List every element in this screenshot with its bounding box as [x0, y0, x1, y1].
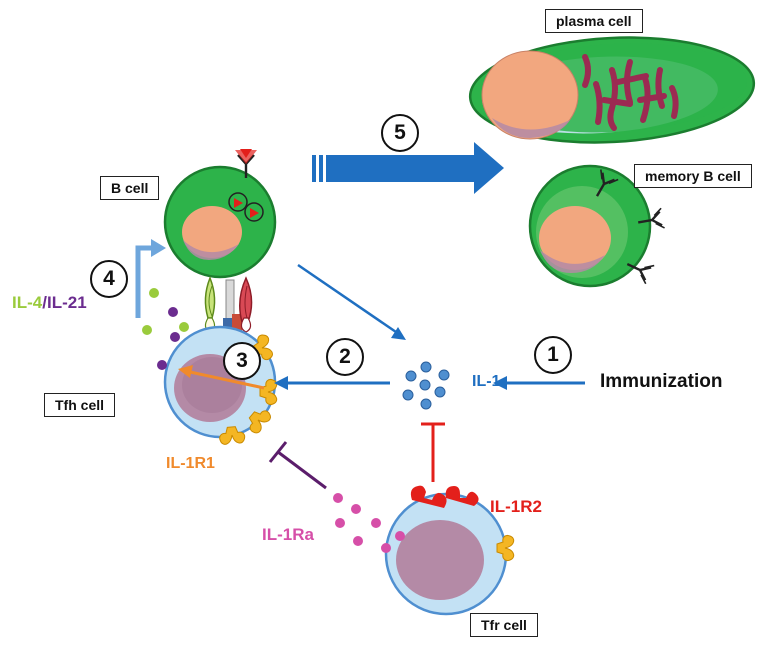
- il1ra-label: IL-1Ra: [262, 525, 314, 544]
- b-cell: [163, 149, 277, 279]
- step-1-marker: 1: [534, 336, 572, 374]
- il4-il21-label: IL-4/IL-21: [12, 293, 87, 313]
- il1r1-label: IL-1R1: [166, 455, 215, 472]
- tfh-cell-label: Tfh cell: [44, 393, 116, 417]
- step-2-marker: 2: [326, 338, 364, 376]
- arrow-step4-cytokine-help: [135, 239, 166, 318]
- il4-label: IL-4: [12, 293, 43, 312]
- slash-label: /: [42, 293, 47, 312]
- tfr-cell: [384, 485, 515, 616]
- memory-b-cell-label: memory B cell: [634, 164, 752, 188]
- step-4-marker: 4: [90, 260, 128, 298]
- arrow-step3-internal: [178, 365, 265, 390]
- il4-il21-molecules: [142, 288, 189, 370]
- step-5-marker: 5: [381, 114, 419, 152]
- arrow-immunization-to-il1: [493, 376, 585, 390]
- il1ra-molecules: [333, 493, 405, 553]
- immunization-label: Immunization: [600, 371, 723, 392]
- arrow-il1-to-tfh: [274, 376, 390, 390]
- bcr-antibody: [235, 149, 257, 178]
- antigen-complex: [228, 192, 264, 222]
- inhibition-il1ra: [268, 441, 327, 490]
- il1r2-label: IL-1R2: [490, 497, 542, 516]
- arrow-step5-differentiation: [312, 142, 504, 194]
- arrow-bcell-to-il1: [297, 263, 406, 340]
- plasma-cell-label: plasma cell: [545, 9, 643, 33]
- b-cell-label: B cell: [100, 176, 160, 200]
- synapse-molecules: [204, 275, 253, 333]
- il1-label: IL-1: [472, 373, 501, 390]
- plasma-cell: [468, 36, 756, 144]
- memory-b-cell: [528, 164, 666, 288]
- tfr-cell-label: Tfr cell: [470, 613, 538, 637]
- step-3-marker: 3: [223, 342, 261, 380]
- il1-molecules: [402, 361, 450, 410]
- il21-label: IL-21: [46, 293, 87, 312]
- inhibition-il1r2: [421, 422, 445, 482]
